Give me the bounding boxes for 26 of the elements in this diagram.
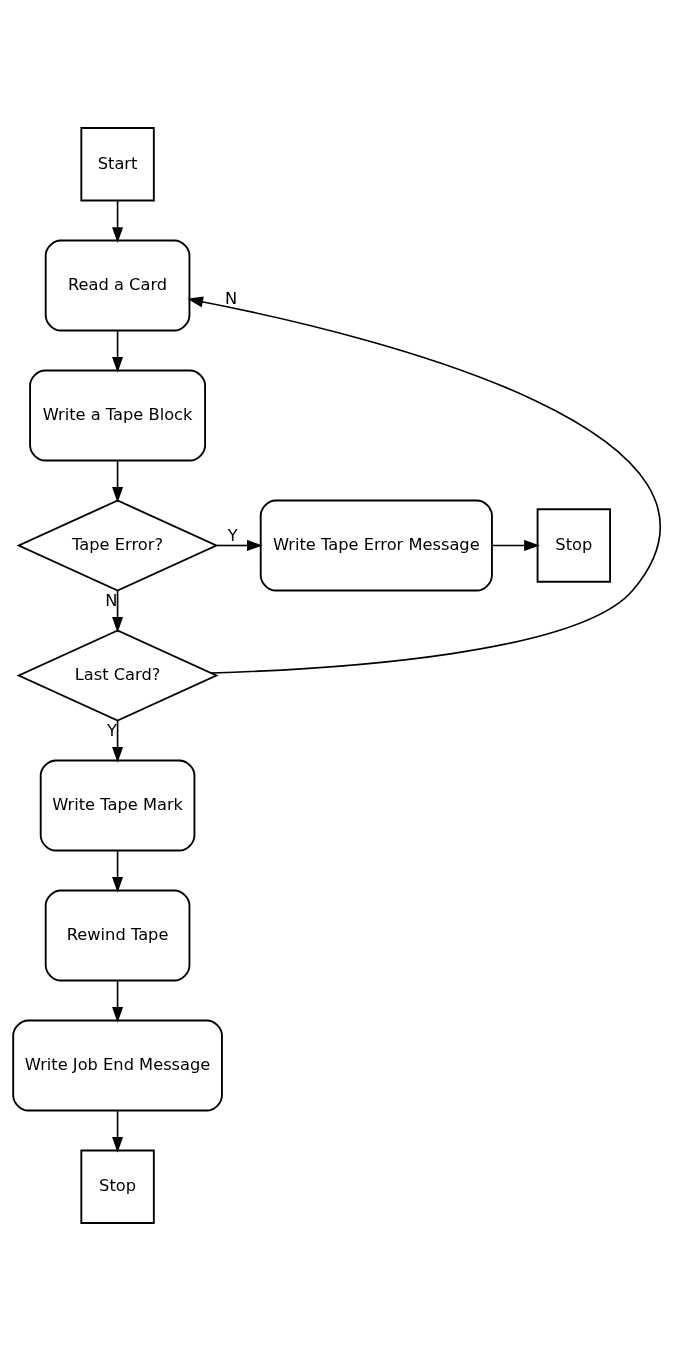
- arrow: [112, 459, 124, 503]
- arrow: [112, 719, 124, 763]
- arrow: [215, 540, 263, 552]
- node-box: Write Tape Mark: [39, 759, 196, 852]
- arrow: [491, 540, 540, 552]
- arrow: [112, 200, 124, 243]
- node-box: Start: [80, 127, 155, 202]
- node-box: Write a Tape Block: [29, 369, 206, 462]
- node-box: Stop: [536, 508, 611, 583]
- node-diamond: Last Card?: [16, 629, 219, 722]
- node-box: Write Tape Error Message: [259, 499, 493, 592]
- edge-label: Y: [106, 720, 117, 740]
- arrow: [112, 589, 124, 633]
- arrow: [187, 296, 661, 674]
- arrow: [112, 849, 124, 893]
- arrow: [112, 329, 124, 373]
- edge-label: N: [225, 289, 238, 309]
- edge-label: Y: [227, 526, 238, 545]
- node-box: Read a Card: [44, 239, 191, 332]
- arrow: [112, 979, 124, 1023]
- node-diamond: Tape Error?: [16, 499, 219, 592]
- edge-label: N: [105, 590, 118, 610]
- node-box: Rewind Tape: [44, 889, 191, 982]
- arrow: [112, 1109, 124, 1153]
- node-box: Write Job End Message: [12, 1019, 223, 1112]
- node-box: Stop: [80, 1149, 155, 1224]
